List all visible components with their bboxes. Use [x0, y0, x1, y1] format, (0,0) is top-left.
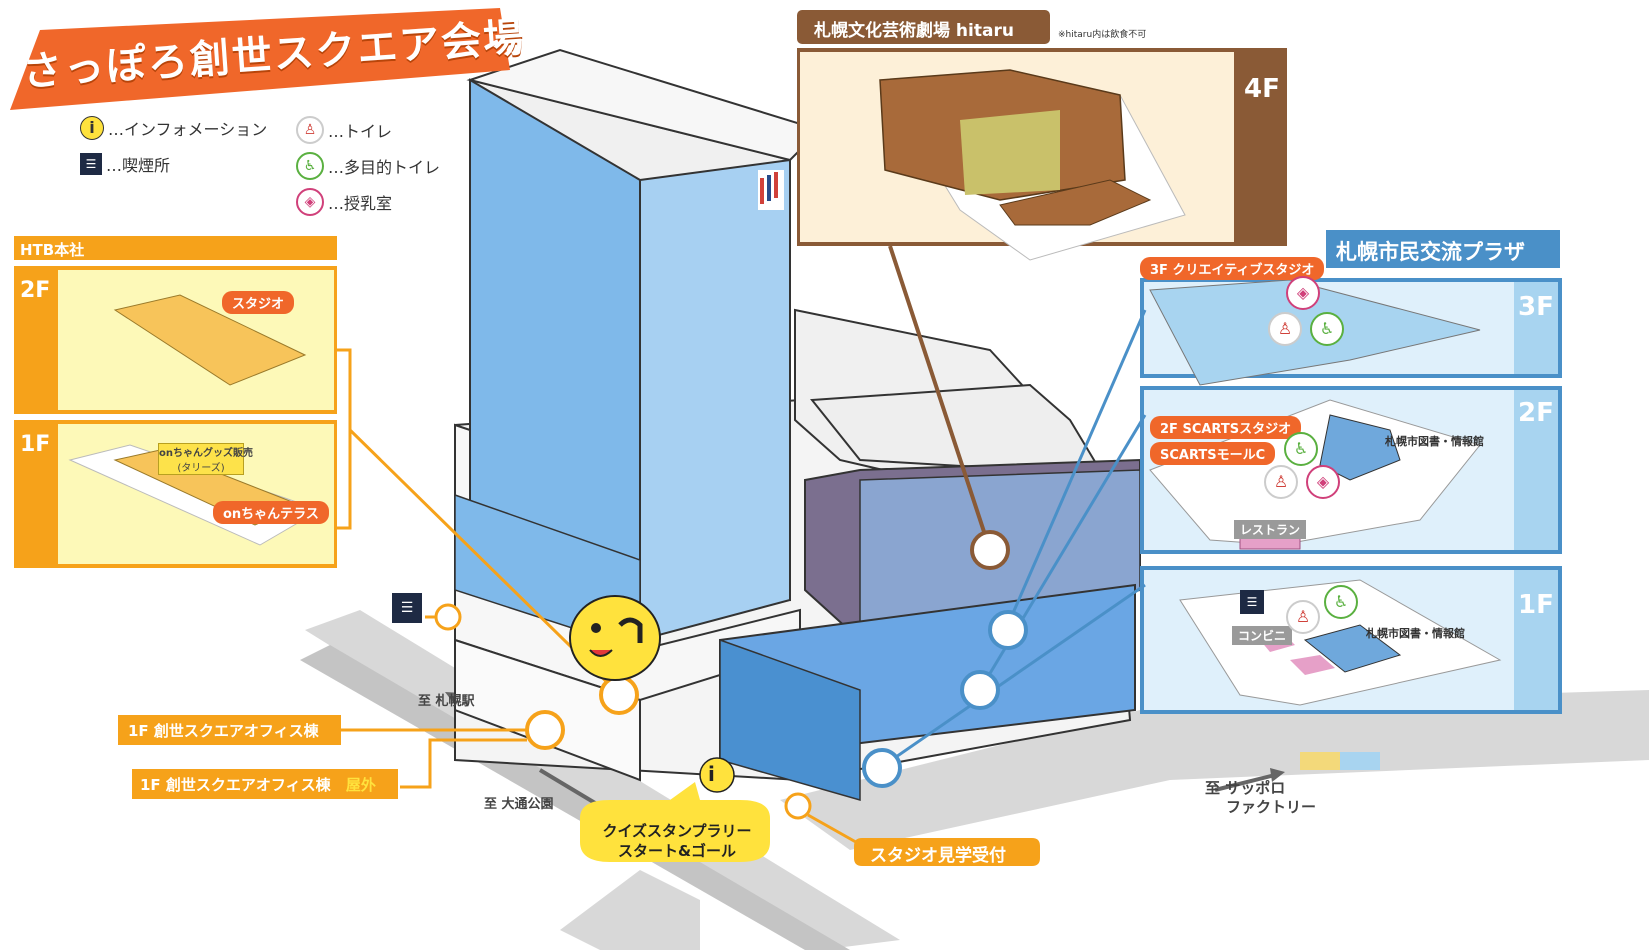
hitaru-panel	[797, 10, 1287, 551]
info-icon: i	[80, 116, 104, 140]
info-icon: i	[708, 762, 715, 786]
legend-nursing: ◈ …授乳室	[296, 188, 392, 216]
hitaru-floor: 4F	[1244, 74, 1280, 104]
legend-smoking-label: …喫煙所	[106, 156, 171, 175]
quiz-label: クイズスタンプラリー スタート&ゴール	[592, 821, 762, 861]
office-label-2-main: 1F 創世スクエアオフィス棟	[140, 776, 331, 794]
street-network	[300, 610, 1649, 950]
direction-park: 至 大通公園	[484, 797, 554, 812]
smoking-icon: ☰	[1240, 590, 1264, 614]
legend-info-label: …インフォメーション	[108, 120, 268, 139]
direction-factory-1: 至 サッポロ	[1205, 779, 1286, 797]
hitaru-header: 札幌文化芸術劇場 hitaru	[814, 21, 1014, 41]
legend-multi-toilet: ♿ …多目的トイレ	[296, 152, 440, 180]
quiz-bubble	[580, 757, 1040, 866]
hitaru-note: ※hitaru内は飲食不可	[1058, 30, 1147, 40]
onchan-mascot	[569, 595, 661, 681]
legend-nursing-label: …授乳室	[328, 194, 393, 213]
wheelchair-icon: ♿	[1284, 432, 1318, 466]
office-tower[interactable]	[454, 48, 822, 782]
legend-toilet: ♙ …トイレ	[296, 116, 392, 144]
htb-goods-tag: onちゃんグッズ販売 (タリーズ)	[158, 443, 253, 475]
legend-smoking: ☰ …喫煙所	[80, 152, 170, 176]
office-label-2: 1F 創世スクエアオフィス棟 屋外	[140, 774, 376, 795]
smoking-icon: ☰	[80, 153, 102, 175]
htb-goods-label: onちゃんグッズ販売	[159, 448, 253, 459]
baby-bottle-icon: ◈	[1306, 465, 1340, 499]
plaza-library-1f: 札幌市図書・情報館	[1366, 627, 1465, 640]
title-banner	[10, 8, 510, 110]
legend-info: i …インフォメーション	[80, 116, 267, 140]
plaza-studio-3f-tag: 3F クリエイティブスタジオ	[1140, 257, 1325, 280]
htb-header: HTB本社	[20, 241, 85, 259]
office-label-1: 1F 創世スクエアオフィス棟	[128, 722, 319, 740]
htb-floor-1f: 1F	[20, 432, 51, 457]
office-label-bg-1	[118, 715, 341, 745]
baby-bottle-icon: ◈	[296, 188, 324, 216]
plaza-scarts-studio-tag: 2F SCARTSスタジオ	[1150, 416, 1302, 439]
quiz-line-2: スタート&ゴール	[617, 842, 737, 860]
plaza-convenience: コンビニ	[1232, 626, 1293, 645]
quiz-line-1: クイズスタンプラリー	[602, 822, 752, 840]
plaza-header: 札幌市民交流プラザ	[1336, 240, 1525, 264]
plaza-library-2f: 札幌市図書・情報館	[1385, 435, 1484, 448]
plaza-floor-1f: 1F	[1518, 590, 1554, 620]
studio-tour-label: スタジオ見学受付	[870, 846, 1006, 866]
office-label-2-extra: 屋外	[345, 776, 376, 794]
direction-station: 至 札幌駅	[418, 694, 475, 709]
baby-bottle-icon: ◈	[1286, 276, 1320, 310]
direction-factory-2: ファクトリー	[1226, 798, 1317, 816]
toilet-icon: ♙	[296, 116, 324, 144]
toilet-icon: ♙	[1264, 465, 1298, 499]
legend-toilet-label: …トイレ	[328, 122, 393, 141]
htb-terrace-tag: onちゃんテラス	[213, 501, 329, 524]
plaza-floor-2f: 2F	[1518, 398, 1554, 428]
plaza-scarts-mall-tag: SCARTSモールC	[1150, 442, 1276, 465]
plaza-floor-3f: 3F	[1518, 292, 1554, 322]
htb-studio-tag: スタジオ	[222, 291, 295, 314]
legend-multi-toilet-label: …多目的トイレ	[328, 158, 441, 177]
callout-markers	[340, 530, 1028, 852]
wheelchair-icon: ♿	[1310, 312, 1344, 346]
toilet-icon: ♙	[1286, 600, 1320, 634]
office-label-bg-2	[132, 769, 398, 799]
wheelchair-icon: ♿	[1324, 585, 1358, 619]
plaza-restaurant: レストラン	[1234, 520, 1307, 539]
htb-goods-sub: (タリーズ)	[177, 463, 225, 474]
toilet-icon: ♙	[1268, 312, 1302, 346]
wheelchair-icon: ♿	[296, 152, 324, 180]
htb-floor-2f: 2F	[20, 278, 51, 303]
smoking-icon: ☰	[392, 593, 422, 623]
